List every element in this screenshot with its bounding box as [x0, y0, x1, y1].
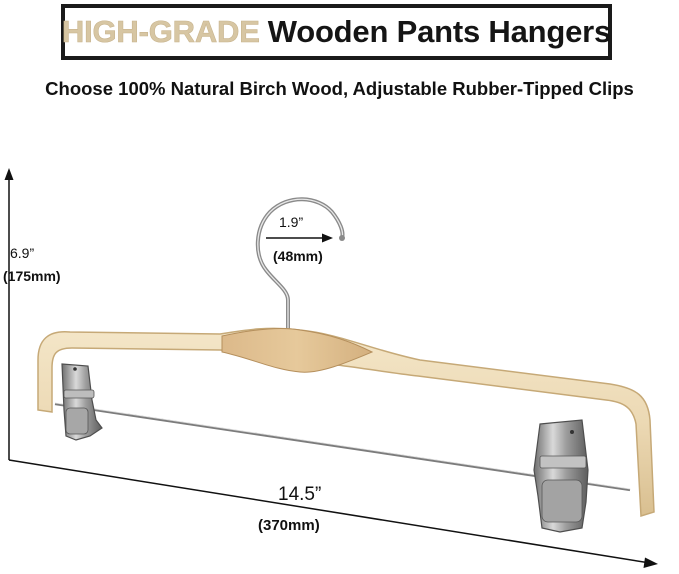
right-clip: [533, 419, 589, 533]
width-inches: 14.5”: [278, 484, 321, 505]
wooden-hanger-frame: [37, 327, 655, 517]
width-mm: (370mm): [258, 517, 320, 534]
height-mm: (175mm): [3, 268, 61, 284]
hook-inches: 1.9”: [279, 214, 303, 230]
width-dimension-line: [8, 459, 658, 568]
height-dimension-line: [4, 168, 14, 460]
title-highlight: HIGH-GRADE: [61, 14, 261, 50]
hanger-hook: [255, 197, 345, 332]
hook-mm: (48mm): [273, 248, 323, 264]
title-text: Wooden Pants Hangers: [267, 14, 612, 49]
hook-dimension-arrow: [266, 233, 333, 243]
title-banner: HIGH-GRADE Wooden Pants Hangers: [61, 4, 612, 60]
height-inches: 6.9”: [10, 245, 34, 261]
subtitle: Choose 100% Natural Birch Wood, Adjustab…: [45, 78, 634, 99]
left-clip: [61, 363, 103, 441]
